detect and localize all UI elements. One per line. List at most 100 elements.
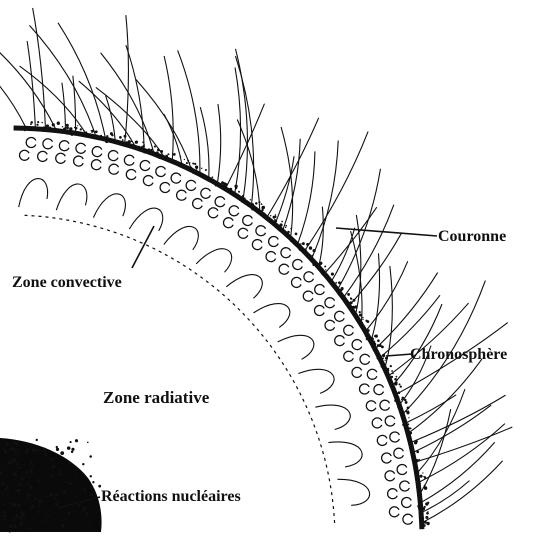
corona-filament (0, 63, 25, 127)
convection-loop (278, 335, 314, 359)
speckle-dot (143, 151, 145, 153)
core-speckle-dot (35, 451, 37, 453)
corona-filament (276, 157, 294, 223)
speckle-dot (230, 192, 232, 194)
core-speckle-dot (6, 465, 8, 467)
granulation-cell (201, 188, 211, 198)
core-speckle-dot (3, 468, 5, 470)
speckle-dot (362, 319, 363, 320)
core-speckle-dot (9, 525, 12, 528)
speckle-dot (353, 299, 356, 302)
speckle-dot (179, 164, 182, 167)
core-speckle-dot (14, 525, 17, 528)
speckle-dot (309, 254, 310, 255)
speckle-dot (138, 149, 140, 151)
speckle-dot (182, 164, 185, 167)
speckle-dot (57, 122, 60, 125)
corona-filament (372, 254, 380, 339)
speckle-dot (312, 263, 315, 266)
speckle-dot (253, 208, 255, 210)
speckle-dot (416, 440, 418, 442)
core-speckle-dot (49, 493, 52, 496)
speckle-dot (290, 228, 291, 229)
core-speckle-dot (67, 446, 71, 450)
core-speckle-dot (34, 498, 37, 501)
core-speckle-dot (13, 518, 16, 521)
granulation-cell (377, 435, 387, 445)
granulation-cell (59, 141, 69, 151)
core-speckle-dot (43, 448, 46, 451)
core-speckle-dot (92, 481, 94, 483)
speckle-dot (367, 329, 370, 332)
core-speckle-dot (44, 453, 47, 456)
pointer-convective (132, 226, 154, 268)
core-speckle-dot (2, 484, 4, 486)
core-speckle-dot (54, 497, 56, 499)
granulation-cell (208, 208, 218, 218)
core-speckle-dot (70, 441, 72, 443)
speckle-dot (96, 134, 97, 135)
speckle-dot (400, 385, 402, 387)
corona-filament (136, 80, 191, 168)
speckle-dot (325, 269, 326, 270)
speckle-dot (139, 146, 140, 147)
speckle-dot (212, 176, 214, 178)
speckle-dot (36, 124, 38, 126)
speckle-dot (74, 127, 76, 129)
corona-filament (319, 207, 323, 265)
speckle-dot (344, 301, 346, 303)
core-speckle-dot (55, 503, 58, 506)
corona-filament (73, 76, 76, 131)
convection-loop (315, 405, 350, 429)
corona-filament (62, 83, 66, 130)
granulation-cell (224, 218, 234, 228)
core-speckle-dot (44, 520, 46, 522)
core-speckle-dot (28, 527, 31, 530)
speckle-dot (125, 141, 128, 144)
speckle-dot (48, 127, 51, 130)
speckle-dot (359, 311, 361, 313)
speckle-dot (354, 312, 356, 314)
speckle-dot (371, 345, 374, 348)
speckle-dot (410, 433, 412, 435)
granulation-cell (243, 216, 253, 226)
core-speckle-dot (52, 465, 55, 468)
speckle-dot (187, 160, 189, 162)
speckle-dot (306, 243, 309, 246)
speckle-dot (124, 135, 127, 138)
speckle-dot (251, 203, 254, 206)
speckle-dot (394, 382, 397, 385)
granulation-cell (171, 173, 181, 183)
speckle-dot (77, 125, 78, 126)
speckle-dot (353, 306, 355, 308)
core-speckle-dot (75, 439, 78, 442)
core-speckle-dot (89, 524, 91, 526)
speckle-dot (30, 121, 33, 124)
speckle-dot (394, 378, 397, 381)
corona-filaments (0, 8, 512, 522)
core-speckle-dot (90, 493, 94, 497)
speckle-dot (391, 370, 393, 372)
speckle-dot (359, 320, 361, 322)
speckle-dot (304, 248, 306, 250)
corona-filament (422, 443, 494, 502)
corona-filament (200, 108, 209, 177)
speckle-dot (69, 127, 72, 130)
speckle-dot (426, 512, 429, 515)
speckle-dot (351, 309, 353, 311)
speckle-dot (246, 200, 248, 202)
speckle-dot (154, 146, 156, 148)
granulation-cell (335, 336, 345, 346)
speckle-dot (295, 233, 298, 236)
speckle-dot (173, 153, 176, 156)
speckle-dot (421, 520, 422, 521)
core-speckle-dot (38, 505, 40, 507)
speckle-dot (417, 481, 418, 482)
core-speckle-dot (89, 455, 92, 458)
speckle-dot (46, 124, 49, 127)
speckle-dot (300, 243, 302, 245)
speckle-dot (410, 427, 412, 429)
granulation-cell (26, 138, 36, 148)
speckle-dot (71, 133, 73, 135)
granulation-cell (56, 153, 66, 163)
